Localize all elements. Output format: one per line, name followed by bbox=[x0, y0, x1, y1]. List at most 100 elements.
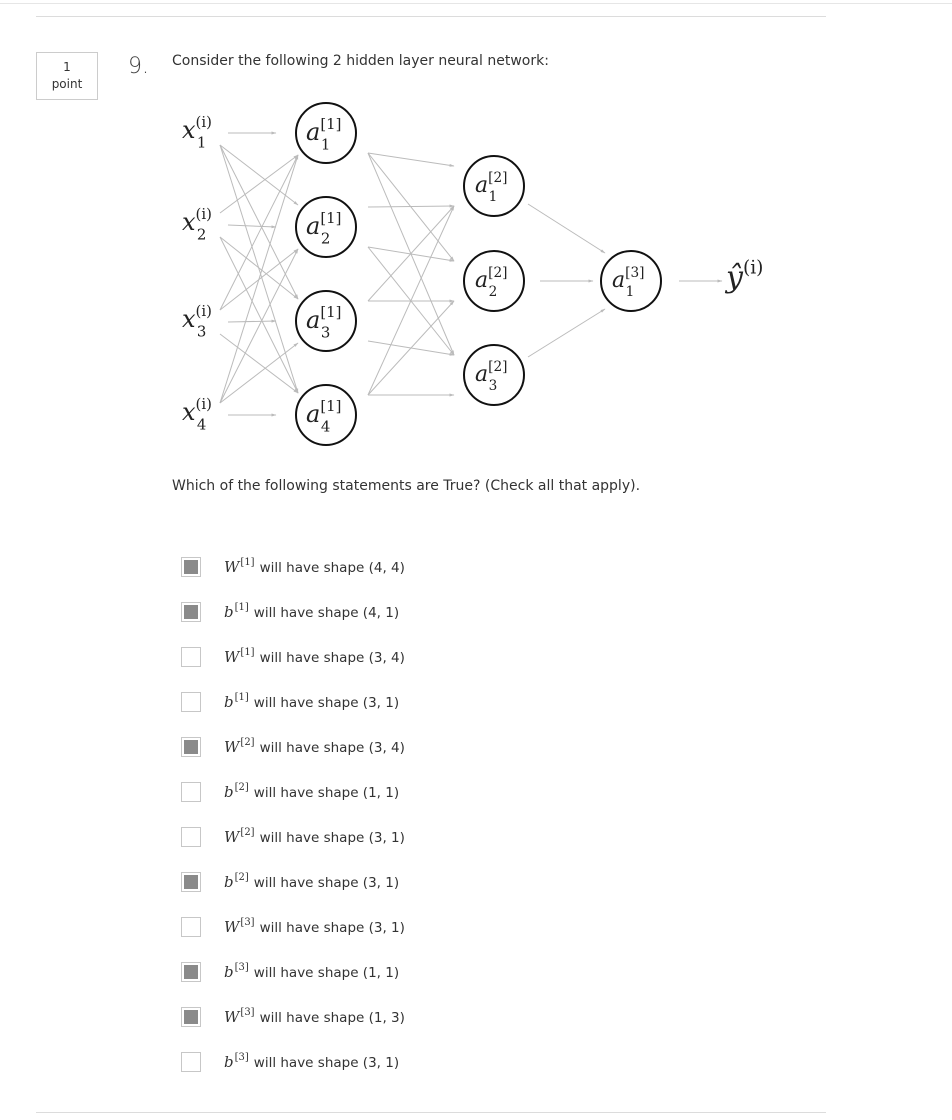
layer1-node-3 bbox=[295, 290, 357, 352]
option-text: will have shape (1, 3) bbox=[259, 1010, 405, 1026]
input-node-x1: x(i)1 bbox=[182, 113, 212, 151]
edge-x4-a13 bbox=[219, 342, 299, 404]
option-label: b[2]will have shape (3, 1) bbox=[224, 872, 400, 891]
option-text: will have shape (4, 4) bbox=[259, 560, 405, 576]
edge-x2-a14 bbox=[219, 236, 299, 394]
option-label: W[3] will have shape (3, 1) bbox=[224, 917, 405, 936]
input-node-x2: x(i)2 bbox=[182, 205, 212, 243]
question-sub-prompt: Which of the following statements are Tr… bbox=[172, 478, 641, 494]
layer1-node-2 bbox=[295, 196, 357, 258]
question-bottom-divider bbox=[36, 1112, 826, 1113]
option-superscript: [3] bbox=[234, 962, 249, 973]
option-10[interactable]: b[3]will have shape (1, 1) bbox=[181, 960, 741, 984]
option-1[interactable]: W[1] will have shape (4, 4) bbox=[181, 555, 741, 579]
layer2-label-1: a[2]1 bbox=[475, 170, 507, 205]
option-label: W[2] will have shape (3, 4) bbox=[224, 737, 405, 756]
option-3[interactable]: W[1]will have shape (3, 4) bbox=[181, 645, 741, 669]
layer2-node-2 bbox=[463, 250, 525, 312]
edge-x3-a11 bbox=[219, 154, 299, 311]
option-text: will have shape (1, 1) bbox=[253, 785, 400, 801]
option-2[interactable]: b[1]will have shape (4, 1) bbox=[181, 600, 741, 624]
edge-x1-a14 bbox=[219, 144, 299, 394]
option-label: W[3]will have shape (1, 3) bbox=[224, 1007, 405, 1026]
points-label: point bbox=[51, 77, 83, 91]
option-checkbox[interactable] bbox=[181, 647, 201, 667]
option-checkbox[interactable] bbox=[181, 1052, 201, 1072]
option-variable: W bbox=[224, 828, 240, 846]
option-text: will have shape (3, 1) bbox=[259, 920, 405, 936]
option-text: will have shape (3, 1) bbox=[253, 1055, 400, 1071]
option-superscript: [2] bbox=[240, 827, 255, 838]
output-y-hat: ŷ(i) bbox=[724, 258, 763, 296]
option-label: b[1]will have shape (4, 1) bbox=[224, 602, 399, 621]
input-node-x3: x(i)3 bbox=[182, 302, 212, 340]
layer1-label-4: a[1]4 bbox=[306, 397, 341, 435]
option-text: will have shape (3, 1) bbox=[253, 875, 400, 891]
option-9[interactable]: W[3] will have shape (3, 1) bbox=[181, 915, 741, 939]
option-variable: W bbox=[224, 558, 240, 576]
edge-a12-a21 bbox=[367, 204, 455, 208]
layer1-node-1 bbox=[295, 102, 357, 164]
option-label: W[1]will have shape (3, 4) bbox=[224, 647, 405, 666]
option-checkbox[interactable] bbox=[181, 962, 201, 982]
option-variable: b bbox=[224, 1053, 234, 1071]
option-11[interactable]: W[3]will have shape (1, 3) bbox=[181, 1005, 741, 1029]
option-label: b[3]will have shape (1, 1) bbox=[224, 962, 400, 981]
edge-x3-a14 bbox=[219, 333, 299, 394]
layer1-label-2: a[1]2 bbox=[306, 209, 341, 247]
option-label: W[2] will have shape (3, 1) bbox=[224, 827, 405, 846]
option-checkbox[interactable] bbox=[181, 917, 201, 937]
edge-x3-a13 bbox=[227, 319, 277, 323]
option-checkbox[interactable] bbox=[181, 602, 201, 622]
option-variable: W bbox=[224, 738, 240, 756]
option-superscript: [1] bbox=[234, 692, 249, 703]
edge-x2-a12 bbox=[227, 224, 277, 229]
option-checkbox[interactable] bbox=[181, 872, 201, 892]
layer3-node-1 bbox=[600, 250, 662, 312]
option-12[interactable]: b[3] will have shape (3, 1) bbox=[181, 1050, 741, 1074]
option-text: will have shape (1, 1) bbox=[253, 965, 400, 981]
edge-a11-a21 bbox=[367, 152, 455, 167]
edge-a14-a22 bbox=[367, 300, 455, 396]
option-checkbox[interactable] bbox=[181, 557, 201, 577]
option-superscript: [3] bbox=[240, 917, 255, 928]
option-checkbox[interactable] bbox=[181, 1007, 201, 1027]
question-prompt: Consider the following 2 hidden layer ne… bbox=[172, 53, 549, 69]
input-node-x4: x(i)4 bbox=[182, 395, 212, 433]
option-superscript: [3] bbox=[234, 1052, 249, 1063]
layer3-label-1: a[3]1 bbox=[612, 265, 644, 300]
edge-x1-a13 bbox=[219, 144, 299, 300]
option-8[interactable]: b[2]will have shape (3, 1) bbox=[181, 870, 741, 894]
points-badge: 1 point bbox=[36, 52, 98, 100]
option-checkbox[interactable] bbox=[181, 737, 201, 757]
option-text: will have shape (3, 1) bbox=[253, 695, 400, 711]
option-checkbox[interactable] bbox=[181, 827, 201, 847]
option-text: will have shape (3, 4) bbox=[259, 740, 405, 756]
top-divider bbox=[0, 3, 952, 4]
option-superscript: [2] bbox=[234, 872, 249, 883]
option-variable: b bbox=[224, 693, 234, 711]
option-4[interactable]: b[1] will have shape (3, 1) bbox=[181, 690, 741, 714]
question-number: 9. bbox=[128, 54, 149, 79]
points-value: 1 bbox=[63, 60, 71, 74]
option-7[interactable]: W[2] will have shape (3, 1) bbox=[181, 825, 741, 849]
option-6[interactable]: b[2]will have shape (1, 1) bbox=[181, 780, 741, 804]
layer2-node-1 bbox=[463, 155, 525, 217]
option-superscript: [1] bbox=[240, 557, 255, 568]
edge-a13-a21 bbox=[367, 205, 455, 302]
layer1-label-1: a[1]1 bbox=[306, 115, 341, 153]
neural-network-diagram: x(i)1x(i)2x(i)3x(i)4a[1]1a[1]2a[1]3a[1]4… bbox=[182, 102, 763, 446]
question-top-divider bbox=[36, 16, 826, 17]
option-label: W[1] will have shape (4, 4) bbox=[224, 557, 405, 576]
option-5[interactable]: W[2] will have shape (3, 4) bbox=[181, 735, 741, 759]
option-label: b[2]will have shape (1, 1) bbox=[224, 782, 400, 801]
option-superscript: [2] bbox=[240, 737, 255, 748]
option-checkbox[interactable] bbox=[181, 692, 201, 712]
option-variable: W bbox=[224, 918, 240, 936]
option-checkbox[interactable] bbox=[181, 782, 201, 802]
option-text: will have shape (3, 1) bbox=[259, 830, 405, 846]
option-variable: b bbox=[224, 603, 234, 621]
option-superscript: [2] bbox=[234, 782, 249, 793]
edge-x2-a13 bbox=[219, 236, 299, 300]
edge-x4-a12 bbox=[219, 248, 299, 404]
